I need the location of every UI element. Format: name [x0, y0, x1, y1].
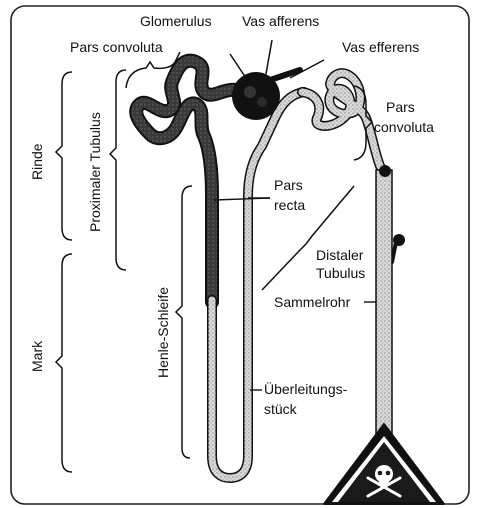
collecting-duct — [376, 165, 405, 450]
label-pars-convoluta-right-1: Pars — [386, 99, 415, 115]
label-ueberleitung-2: stück — [264, 401, 298, 417]
duct-junction-dot-1 — [379, 165, 391, 177]
label-pars-convoluta-top: Pars convoluta — [70, 39, 163, 55]
label-pars-recta-2: recta — [274, 197, 305, 213]
label-sammelrohr: Sammelrohr — [274, 294, 351, 310]
bracket-henle — [176, 186, 192, 458]
label-rinde: Rinde — [29, 143, 45, 180]
label-proximaler-tubulus: Proximaler Tubulus — [87, 112, 103, 232]
label-mark: Mark — [29, 340, 45, 372]
hazard-sign — [324, 424, 444, 504]
duct-junction-dot-2 — [393, 234, 405, 246]
label-pars-recta-1: Pars — [274, 177, 303, 193]
henle-loop — [212, 92, 304, 478]
label-pars-convoluta-right-2: convoluta — [374, 119, 434, 135]
label-ueberleitung-1: Überleitungs- — [264, 380, 348, 397]
bracket-mark — [56, 254, 72, 472]
proximal-tubule — [136, 61, 238, 302]
label-henle-schleife: Henle-Schleife — [155, 287, 171, 378]
label-vas-afferens: Vas afferens — [242, 13, 319, 29]
bracket-rinde — [56, 72, 72, 240]
label-vas-efferens: Vas efferens — [342, 39, 419, 55]
label-glomerulus: Glomerulus — [140, 13, 212, 29]
label-distaler-2: Tubulus — [316, 265, 365, 281]
bracket-proximaler — [110, 70, 126, 270]
label-distaler-1: Distaler — [316, 247, 364, 263]
